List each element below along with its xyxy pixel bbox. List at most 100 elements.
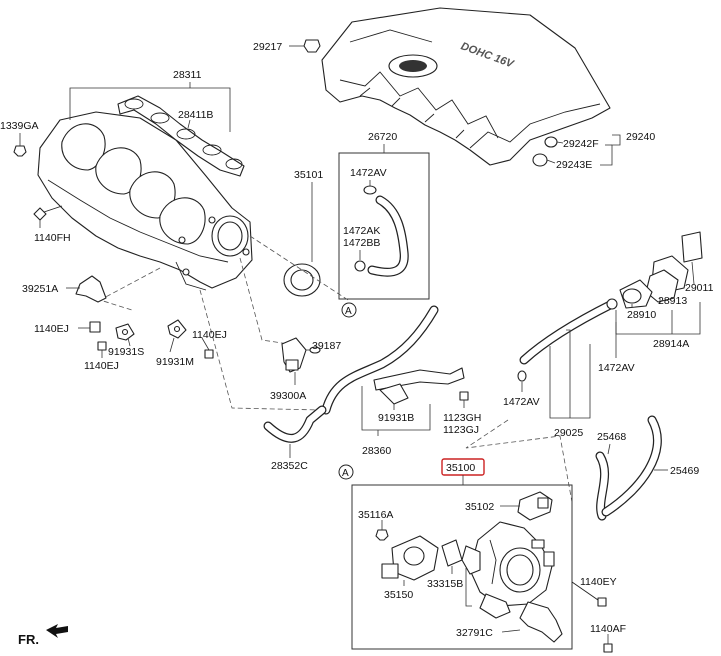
- grommet-29242f: [544, 136, 564, 148]
- box-35100: [351, 484, 573, 650]
- clamp-1472av-b: [606, 298, 618, 358]
- label-fr: FR.: [18, 632, 39, 647]
- label-32791C: 32791C: [456, 627, 493, 639]
- label-1339GA: 1339GA: [0, 120, 39, 132]
- label-29025: 29025: [554, 427, 583, 439]
- ref-line-b: [239, 257, 303, 347]
- label-25468: 25468: [597, 431, 626, 443]
- label-1472AK: 1472AK: [343, 225, 380, 237]
- bolt-35116a: [375, 520, 389, 541]
- label-35100: 35100: [446, 462, 475, 474]
- label-91931S: 91931S: [108, 346, 144, 358]
- label-29242F: 29242F: [563, 138, 599, 150]
- label-1123GJ: 1123GJ: [443, 424, 479, 436]
- bolt-1140ej-b: [97, 341, 107, 351]
- label-25469: 25469: [670, 465, 699, 477]
- clamp-1472av-c: [517, 370, 527, 392]
- sensor-35102: [500, 491, 553, 521]
- label-39187: 39187: [312, 340, 341, 352]
- label-28910: 28910: [627, 309, 656, 321]
- label-35101: 35101: [294, 169, 323, 181]
- hose-29025: [519, 299, 617, 365]
- hose-28352c: [263, 405, 327, 443]
- bolt-29217: [289, 39, 321, 53]
- label-35150: 35150: [384, 589, 413, 601]
- label-1472AV-a: 1472AV: [350, 167, 387, 179]
- leader-29025: [566, 329, 571, 418]
- label-39300A: 39300A: [270, 390, 306, 402]
- bolt-1140ej-c: [201, 337, 214, 359]
- actuator-35150: [381, 535, 439, 586]
- label-29217: 29217: [253, 41, 282, 53]
- ref-line-a1: [249, 235, 349, 301]
- label-28352C: 28352C: [271, 460, 308, 472]
- label-91931B: 91931B: [378, 412, 414, 424]
- front-arrow: FR.: [18, 624, 68, 647]
- label-33315B: 33315B: [427, 578, 463, 590]
- bracket-91931s: [115, 323, 135, 347]
- bracket-39251a: [66, 275, 107, 303]
- front-arrow-icon: [46, 624, 68, 638]
- label-1140EY: 1140EY: [580, 576, 617, 588]
- sensor-39300a: [281, 337, 307, 385]
- label-26720: 26720: [368, 131, 397, 143]
- clamp-1472av-a: [363, 185, 377, 195]
- throttle-body-35100: [461, 521, 555, 619]
- label-1140FH: 1140FH: [34, 232, 71, 244]
- label-28360: 28360: [362, 445, 391, 457]
- clamp-1472ak: [354, 260, 366, 272]
- ref-line-c: [98, 267, 161, 311]
- ref-line-d: [199, 289, 321, 411]
- ref-a-lower-text: A: [342, 468, 349, 479]
- intake-manifold: [37, 111, 253, 291]
- label-1140EJ-b: 1140EJ: [84, 360, 119, 372]
- bolt-1140ey: [571, 581, 607, 607]
- label-1123GH: 1123GH: [443, 412, 481, 424]
- hose-25468: [595, 451, 610, 521]
- pcv-hose-26720: [367, 195, 409, 277]
- label-28411B: 28411B: [178, 109, 213, 121]
- gasket-33315b: [441, 539, 463, 574]
- leader-28311: [69, 87, 231, 132]
- label-39251A: 39251A: [22, 283, 58, 295]
- gasket-32791c: [501, 601, 563, 643]
- label-28913: 28913: [658, 295, 687, 307]
- bracket-91931b: [373, 367, 465, 405]
- label-28914A: 28914A: [653, 338, 689, 350]
- oring-39187: [306, 346, 321, 354]
- engine-cover: DOHC 16V: [321, 7, 611, 166]
- hose-25469: [601, 415, 662, 517]
- ref-a-upper-text: A: [345, 306, 352, 317]
- label-1472AV-c: 1472AV: [503, 396, 540, 408]
- label-29011: 29011: [685, 282, 714, 294]
- label-1472BB: 1472BB: [343, 237, 380, 249]
- gasket-28411b: [117, 95, 245, 177]
- grommet-29243e: [532, 153, 556, 167]
- bracket-29011: [681, 231, 703, 285]
- gasket-35101: [283, 263, 321, 297]
- label-91931M: 91931M: [156, 356, 194, 368]
- bolt-1140fh: [33, 205, 63, 228]
- label-35102: 35102: [465, 501, 494, 513]
- label-1472AV-b: 1472AV: [598, 362, 635, 374]
- label-1140EJ-c: 1140EJ: [192, 329, 227, 341]
- pipe-28360: [321, 305, 439, 415]
- bracket-91931m: [167, 319, 187, 353]
- label-29243E: 29243E: [556, 159, 592, 171]
- valve-28910: [619, 279, 653, 309]
- leader-29240: [600, 134, 621, 166]
- bolt-1140ej-a: [78, 321, 101, 333]
- bolt-1339ga: [13, 133, 27, 157]
- label-28311: 28311: [173, 69, 202, 81]
- label-29240: 29240: [626, 131, 655, 143]
- label-1140EJ-a: 1140EJ: [34, 323, 69, 335]
- bolt-1140af: [603, 634, 613, 653]
- leader-28360: [361, 386, 431, 431]
- valve-28913: [645, 255, 689, 303]
- label-1140AF: 1140AF: [590, 623, 626, 635]
- ref-line-e: [465, 419, 573, 503]
- ref-marker-a-lower: A: [338, 464, 354, 480]
- ref-marker-a-upper: A: [341, 302, 357, 318]
- label-35116A: 35116A: [358, 509, 393, 521]
